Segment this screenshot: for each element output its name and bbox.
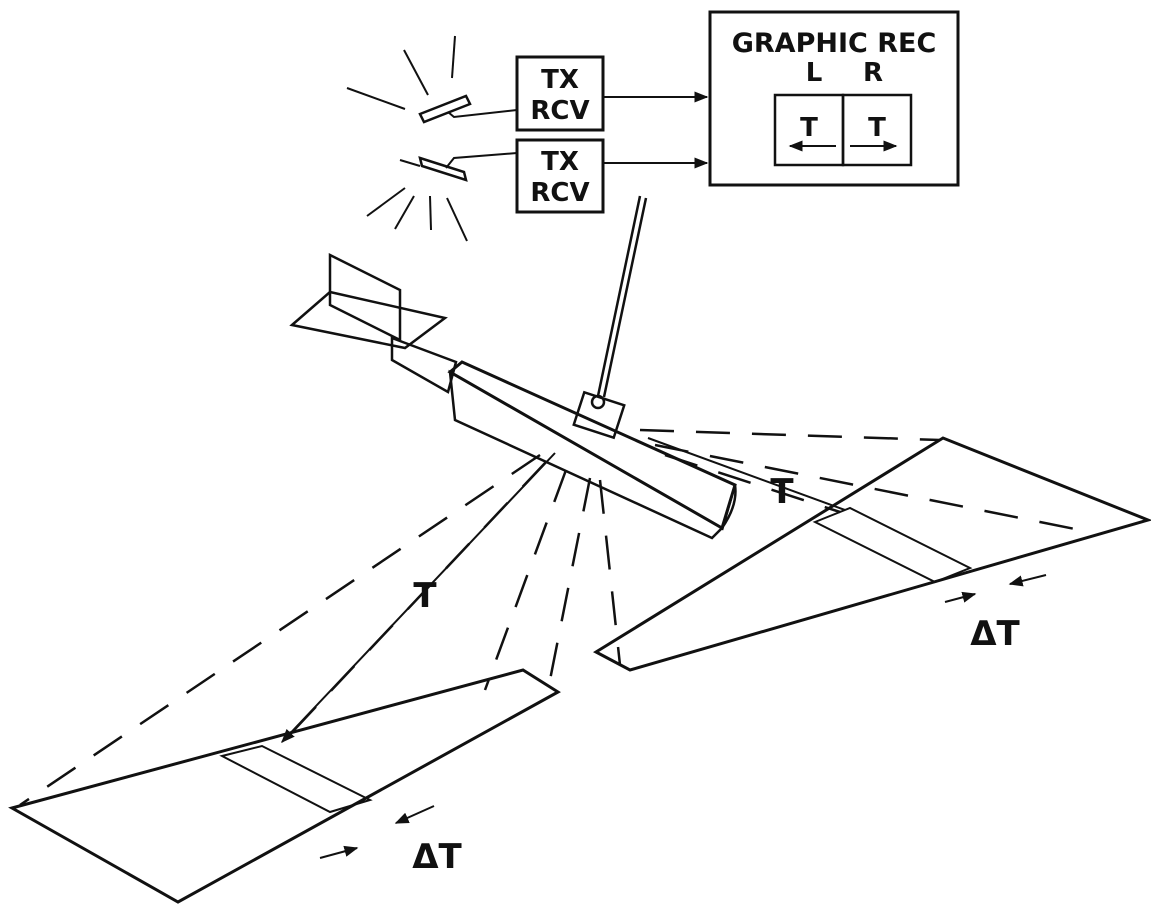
left-sample: ΔT bbox=[8, 668, 561, 904]
left-delta-arrow-right bbox=[394, 805, 435, 824]
right-channel-box bbox=[841, 93, 913, 167]
beam-lines bbox=[19, 428, 1081, 807]
probe-nose bbox=[720, 484, 737, 531]
probe-fin-vertical bbox=[328, 252, 402, 343]
right-sample: ΔT bbox=[592, 436, 1151, 672]
probe-body-top bbox=[447, 360, 737, 531]
probe-assembly bbox=[289, 195, 737, 540]
probe-cable-b bbox=[602, 197, 648, 398]
tx-rcv-unit-top: TX RCV bbox=[515, 55, 605, 132]
left-channel-label: L bbox=[806, 58, 823, 88]
left-delta-label: ΔT bbox=[412, 837, 462, 877]
left-sample-wedge bbox=[8, 668, 561, 904]
left-thickness-label: T bbox=[413, 576, 437, 616]
rcv-label-top: RCV bbox=[530, 96, 589, 126]
graphic-recorder: GRAPHIC REC L R T T bbox=[708, 10, 960, 187]
left-sample-measured-zone bbox=[219, 744, 373, 814]
left-return-ray bbox=[281, 452, 556, 744]
recorder-title: GRAPHIC REC bbox=[732, 28, 937, 59]
probe-transducer-face bbox=[448, 369, 725, 540]
right-return-ray bbox=[647, 437, 846, 511]
right-delta-label: ΔT bbox=[970, 614, 1020, 654]
tx-label-top: TX bbox=[541, 65, 579, 95]
right-thickness-label: T bbox=[770, 472, 794, 512]
probe-fin-horizontal bbox=[289, 290, 448, 350]
sensor-top-icon bbox=[346, 35, 518, 124]
tx-rcv-unit-bottom: TX RCV bbox=[515, 138, 605, 214]
probe-cable-a bbox=[596, 195, 642, 397]
left-delta-arrow-left bbox=[319, 845, 359, 859]
right-delta-arrow-left bbox=[944, 591, 977, 603]
probe-shaft bbox=[390, 336, 458, 394]
sensor-bottom-icon bbox=[366, 152, 518, 242]
rcv-label-bottom: RCV bbox=[530, 178, 589, 208]
right-sample-measured-zone bbox=[812, 506, 973, 584]
right-sample-wedge bbox=[592, 436, 1151, 672]
right-trace-label: T bbox=[868, 113, 886, 143]
tx-label-bottom: TX bbox=[541, 147, 579, 177]
recorder-box bbox=[708, 10, 960, 187]
left-trace-label: T bbox=[800, 113, 818, 143]
right-delta-arrow-right bbox=[1008, 574, 1047, 587]
right-channel-label: R bbox=[863, 58, 883, 88]
